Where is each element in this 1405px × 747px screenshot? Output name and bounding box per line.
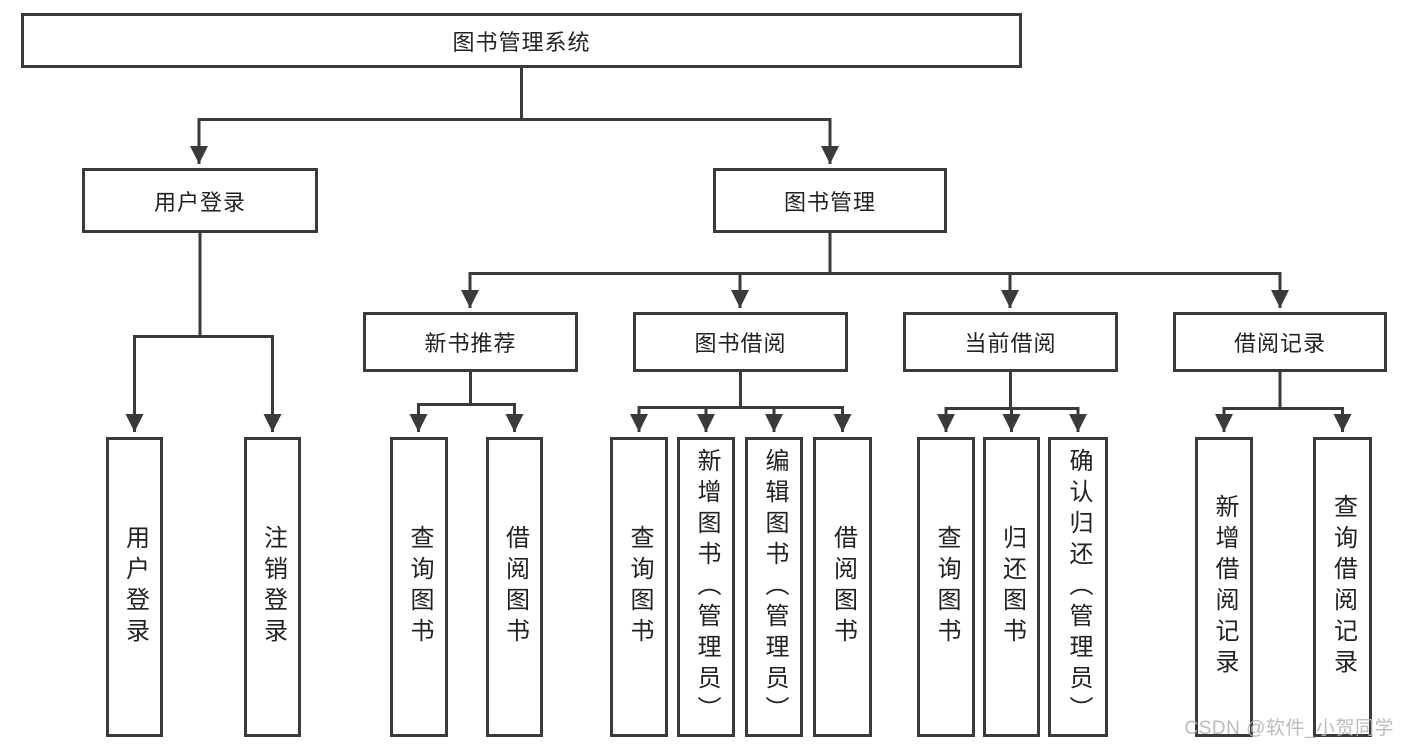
node-leaf-br-add-record: 新增借阅记录 [1195, 437, 1253, 737]
node-user-login: 用户登录 [82, 168, 318, 233]
node-leaf-user-login: 用户登录 [106, 437, 163, 737]
node-leaf-nbr-query-book: 查询图书 [390, 437, 448, 737]
node-leaf-bb-add-book-label: 新增图书（管理员） [693, 447, 720, 727]
node-user-login-label: 用户登录 [153, 189, 246, 215]
node-new-book-recommend-label: 新书推荐 [424, 331, 517, 356]
node-leaf-br-query-record-label: 查询借阅记录 [1329, 494, 1357, 680]
node-leaf-nbr-borrow-book: 借阅图书 [486, 437, 543, 737]
node-leaf-logout-label: 注销登录 [259, 525, 287, 649]
node-current-borrowing: 当前借阅 [903, 312, 1118, 372]
csdn-watermark: CSDN @软件_小贺同学 [1184, 718, 1394, 739]
node-leaf-bb-edit-book-label: 编辑图书（管理员） [761, 447, 788, 727]
node-leaf-nbr-borrow-book-label: 借阅图书 [501, 525, 529, 649]
node-leaf-nbr-query-book-label: 查询图书 [406, 525, 433, 649]
node-leaf-bb-query-book-label: 查询图书 [626, 525, 653, 649]
node-leaf-bb-add-book: 新增图书（管理员） [677, 437, 735, 737]
node-current-borrowing-label: 当前借阅 [964, 331, 1057, 356]
node-leaf-bb-edit-book: 编辑图书（管理员） [745, 437, 803, 737]
node-leaf-bb-borrow-book: 借阅图书 [813, 437, 872, 737]
node-leaf-user-login-label: 用户登录 [121, 525, 149, 649]
node-leaf-bb-borrow-book-label: 借阅图书 [829, 525, 857, 649]
node-leaf-br-add-record-label: 新增借阅记录 [1211, 494, 1238, 680]
node-leaf-cb-query-book-label: 查询图书 [933, 525, 960, 649]
node-new-book-recommend: 新书推荐 [363, 312, 578, 372]
node-book-borrowing-label: 图书借阅 [694, 331, 787, 356]
node-borrow-records-label: 借阅记录 [1233, 331, 1326, 356]
node-borrow-records: 借阅记录 [1173, 312, 1387, 372]
node-book-borrowing: 图书借阅 [633, 312, 848, 372]
node-leaf-bb-query-book: 查询图书 [610, 437, 668, 737]
node-leaf-cb-query-book: 查询图书 [917, 437, 975, 737]
node-leaf-cb-return-book-label: 归还图书 [998, 525, 1026, 649]
node-book-management-label: 图书管理 [783, 189, 876, 215]
node-leaf-cb-return-book: 归还图书 [983, 437, 1040, 737]
node-leaf-cb-confirm-return: 确认归还（管理员） [1048, 437, 1108, 737]
node-root: 图书管理系统 [21, 13, 1022, 68]
node-leaf-cb-confirm-return-label: 确认归还（管理员） [1065, 447, 1092, 727]
node-root-label: 图书管理系统 [452, 29, 591, 55]
node-book-management: 图书管理 [713, 168, 947, 233]
node-leaf-br-query-record: 查询借阅记录 [1313, 437, 1372, 737]
node-leaf-logout: 注销登录 [244, 437, 301, 737]
